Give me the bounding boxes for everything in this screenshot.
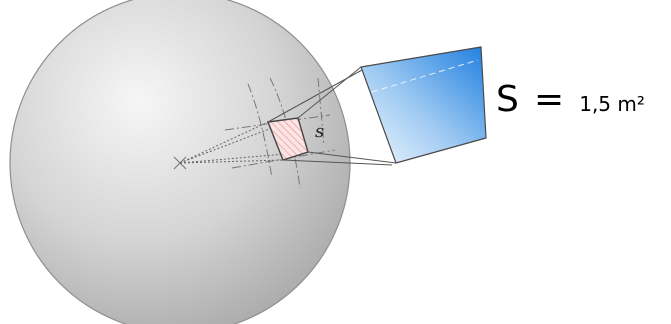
panel-diagonal (371, 59, 479, 93)
area-formula: S = 1,5 m² (496, 79, 645, 120)
projection-lines (267, 66, 397, 166)
projected-area-panel (360, 46, 487, 164)
area-symbol: S (496, 79, 519, 120)
area-value: 1,5 m² (579, 92, 645, 116)
patch-label: s (315, 121, 324, 142)
area-equals: = (534, 79, 564, 120)
sphere (9, 0, 351, 324)
